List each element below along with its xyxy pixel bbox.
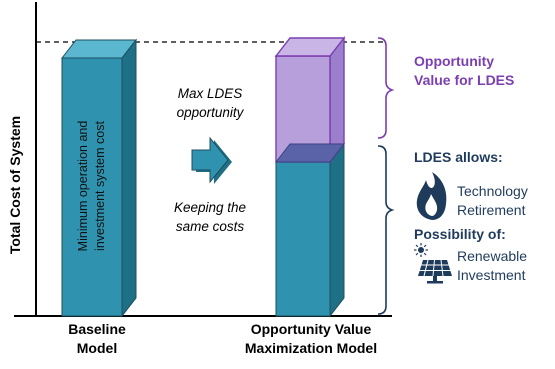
ldes-item-line2: Retirement (457, 202, 526, 218)
opportunity-bar-teal-front (275, 161, 331, 317)
ldes-bracket (377, 145, 395, 315)
middle-bottom-line2: same costs (176, 219, 245, 234)
opportunity-value-line1: Opportunity (414, 53, 494, 69)
opportunity-label-line1: Opportunity Value (251, 321, 372, 337)
possibility-item-line2: Investment (457, 267, 526, 283)
middle-bottom-line1: Keeping the (174, 200, 246, 215)
baseline-bar: Minimum operation and investment system … (60, 38, 138, 318)
baseline-bar-inner-text-line2: investment system cost (93, 121, 107, 251)
opportunity-bar (274, 35, 346, 318)
possibility-heading: Possibility of: (414, 226, 506, 242)
opportunity-bar-teal-side (329, 142, 345, 318)
opportunity-bar-purple-top (274, 37, 346, 57)
opportunity-bracket (377, 37, 395, 139)
ldes-allows-heading: LDES allows: (414, 149, 503, 165)
possibility-item-line1: Renewable (457, 248, 527, 264)
middle-top-line1: Max LDES (178, 86, 243, 101)
baseline-bar-inner-text-line1: Minimum operation and (76, 121, 90, 252)
right-arrow-icon (191, 136, 232, 184)
baseline-label-line2: Model (77, 340, 117, 356)
middle-top-line2: opportunity (177, 105, 245, 120)
opportunity-bar-teal-top (274, 143, 346, 163)
y-axis-label: Total Cost of System (7, 116, 23, 254)
baseline-bar-side (121, 38, 137, 318)
opportunity-bar-purple-side (329, 35, 345, 165)
opportunity-value-line2: Value for LDES (414, 72, 514, 88)
baseline-label-line1: Baseline (68, 321, 126, 337)
flame-icon (416, 172, 447, 220)
solar-panel-icon (414, 243, 452, 284)
baseline-bar-front (61, 57, 123, 317)
ldes-item-line1: Technology (457, 183, 528, 199)
opportunity-label-line2: Maximization Model (245, 340, 377, 356)
